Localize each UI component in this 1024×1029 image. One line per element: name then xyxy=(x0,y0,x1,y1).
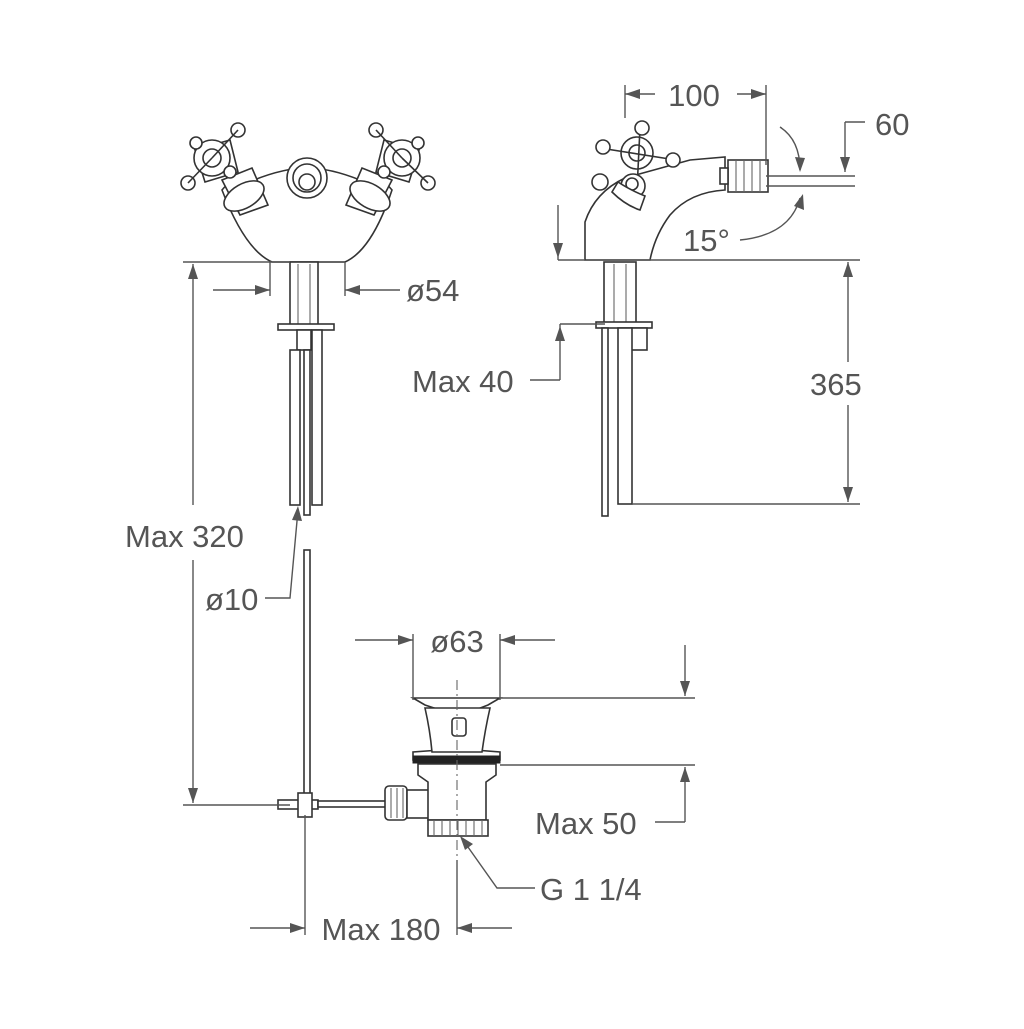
waste-plug-slot xyxy=(451,717,467,737)
front-view-mixer xyxy=(180,122,436,516)
label-thread-g: G 1 1/4 xyxy=(540,872,642,907)
label-height-365: 365 xyxy=(810,367,862,402)
pop-up-waste xyxy=(277,549,503,860)
side-fixing-nut xyxy=(630,327,648,351)
label-offset-60: 60 xyxy=(875,107,909,142)
waste-body xyxy=(417,763,497,821)
label-max-180: Max 180 xyxy=(322,912,441,947)
label-dia-63: ø63 xyxy=(430,624,483,659)
side-flex-pipe xyxy=(617,327,633,505)
dimension-labels: 100 60 15° ø54 Max 40 365 Max 320 ø10 ø6… xyxy=(125,78,909,947)
front-fixing-plate xyxy=(277,323,335,331)
side-shank xyxy=(603,261,637,325)
side-pop-up-rod xyxy=(601,327,609,517)
side-spout-nozzle xyxy=(719,159,769,193)
label-width-100: 100 xyxy=(668,78,720,113)
front-flex-pipe-right xyxy=(311,329,323,506)
label-max-40: Max 40 xyxy=(412,364,514,399)
waste-rod-nut xyxy=(384,785,408,821)
left-cross-handle xyxy=(180,122,270,216)
waste-lift-rod xyxy=(303,549,311,816)
label-max-50: Max 50 xyxy=(535,806,637,841)
center-spout-nozzle xyxy=(286,157,328,199)
front-pop-up-rod xyxy=(303,349,311,516)
front-fixing-nut xyxy=(296,329,312,351)
side-view-mixer xyxy=(584,120,769,517)
waste-side-port xyxy=(406,789,430,819)
side-cross-handle xyxy=(591,120,681,212)
front-shank xyxy=(289,261,319,327)
label-max-320: Max 320 xyxy=(125,519,244,554)
side-fixing-plate xyxy=(595,321,653,329)
dimension-lines xyxy=(183,85,865,935)
right-cross-handle xyxy=(344,122,436,216)
front-flex-pipe-left xyxy=(289,349,301,506)
label-dia-10: ø10 xyxy=(205,582,258,617)
label-dia-54: ø54 xyxy=(406,273,459,308)
label-angle-15: 15° xyxy=(683,223,730,258)
waste-horizontal-rod xyxy=(317,800,389,808)
